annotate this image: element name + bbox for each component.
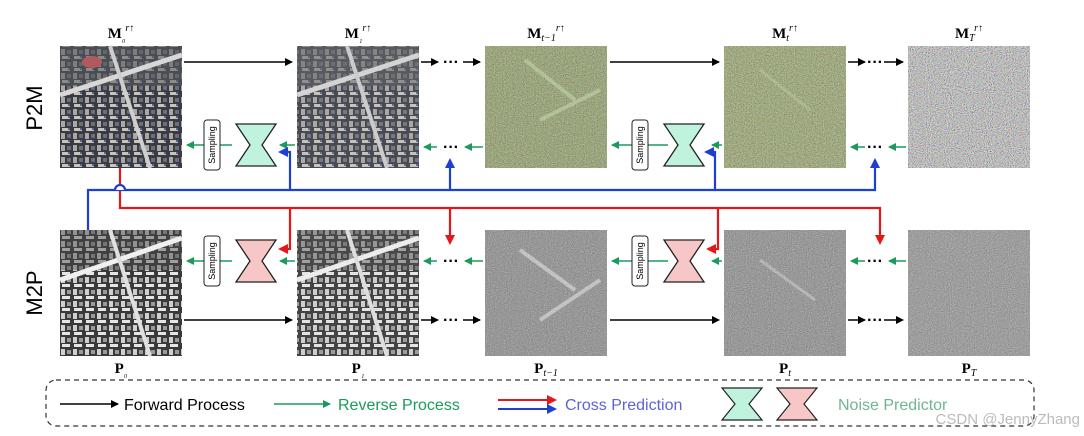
legend-cross-label: Cross Prediction <box>565 397 682 414</box>
noise-predictor-top-1 <box>234 123 278 167</box>
watermark: CSDN @JennyZhang <box>936 411 1080 428</box>
ellipsis-top-fwd-2: ··· <box>867 54 883 71</box>
sampling-label: Sampling <box>635 126 645 164</box>
noise-predictor-bottom-1 <box>234 239 278 283</box>
top-image-label-4: MTr↑ <box>955 23 983 44</box>
sampling-label: Sampling <box>207 242 217 280</box>
ellipsis-bot-fwd-2: ··· <box>867 312 883 329</box>
ellipsis-group: ··· ··· ··· ··· ··· ··· ··· ··· <box>443 54 883 329</box>
row-label-p2m: P2M <box>22 85 47 130</box>
legend-predictor-green <box>720 387 764 421</box>
ellipsis-top-rev-2: ··· <box>867 139 883 156</box>
legend-reverse-label: Reverse Process <box>338 397 460 414</box>
legend: Forward Process Reverse Process Cross Pr… <box>45 379 1035 427</box>
noise-predictor-top-2 <box>662 123 706 167</box>
top-image-0 <box>59 45 183 169</box>
sampling-box-top-1: Sampling <box>203 119 221 171</box>
top-image-3 <box>724 46 846 168</box>
bottom-image-label-1: P₁ <box>352 361 365 379</box>
bottom-image-0 <box>59 229 183 357</box>
bottom-image-3 <box>724 230 846 356</box>
sampling-label: Sampling <box>207 126 217 164</box>
cross-prediction-blue <box>86 147 880 230</box>
sampling-box-bottom-2: Sampling <box>631 235 649 287</box>
noise-predictor-bottom-2 <box>662 239 706 283</box>
top-image-label-0: M₀r↑ <box>108 23 135 44</box>
bottom-image-1 <box>296 229 420 357</box>
ellipsis-top-rev-1: ··· <box>443 139 459 156</box>
ellipsis-top-fwd-1: ··· <box>443 54 459 71</box>
bottom-image-4 <box>908 230 1030 356</box>
legend-noise-label: Noise Predictor <box>838 397 948 414</box>
row-label-m2p: M2P <box>22 270 47 315</box>
top-image-label-2: Mt−1r↑ <box>527 23 565 44</box>
top-image-label-1: M₁r↑ <box>345 23 372 44</box>
ellipsis-bot-rev-2: ··· <box>867 253 883 270</box>
sampling-box-top-2: Sampling <box>631 119 649 171</box>
sampling-box-bottom-1: Sampling <box>203 235 221 287</box>
legend-predictor-pink <box>775 387 819 421</box>
top-image-1 <box>296 45 420 169</box>
top-image-4 <box>908 46 1030 168</box>
ellipsis-bot-fwd-1: ··· <box>443 312 459 329</box>
bottom-image-label-0: P₀ <box>115 361 128 379</box>
sampling-label: Sampling <box>635 242 645 280</box>
bottom-image-label-4: PT <box>962 361 978 379</box>
top-image-label-3: Mtr↑ <box>772 23 798 44</box>
cross-hop <box>113 183 127 191</box>
bottom-image-label-2: Pt−1 <box>534 361 558 379</box>
top-image-2 <box>485 46 607 168</box>
ellipsis-bot-rev-1: ··· <box>443 253 459 270</box>
bottom-image-2 <box>485 230 607 356</box>
legend-forward-label: Forward Process <box>124 397 245 414</box>
bottom-image-label-3: Pt <box>779 361 791 379</box>
